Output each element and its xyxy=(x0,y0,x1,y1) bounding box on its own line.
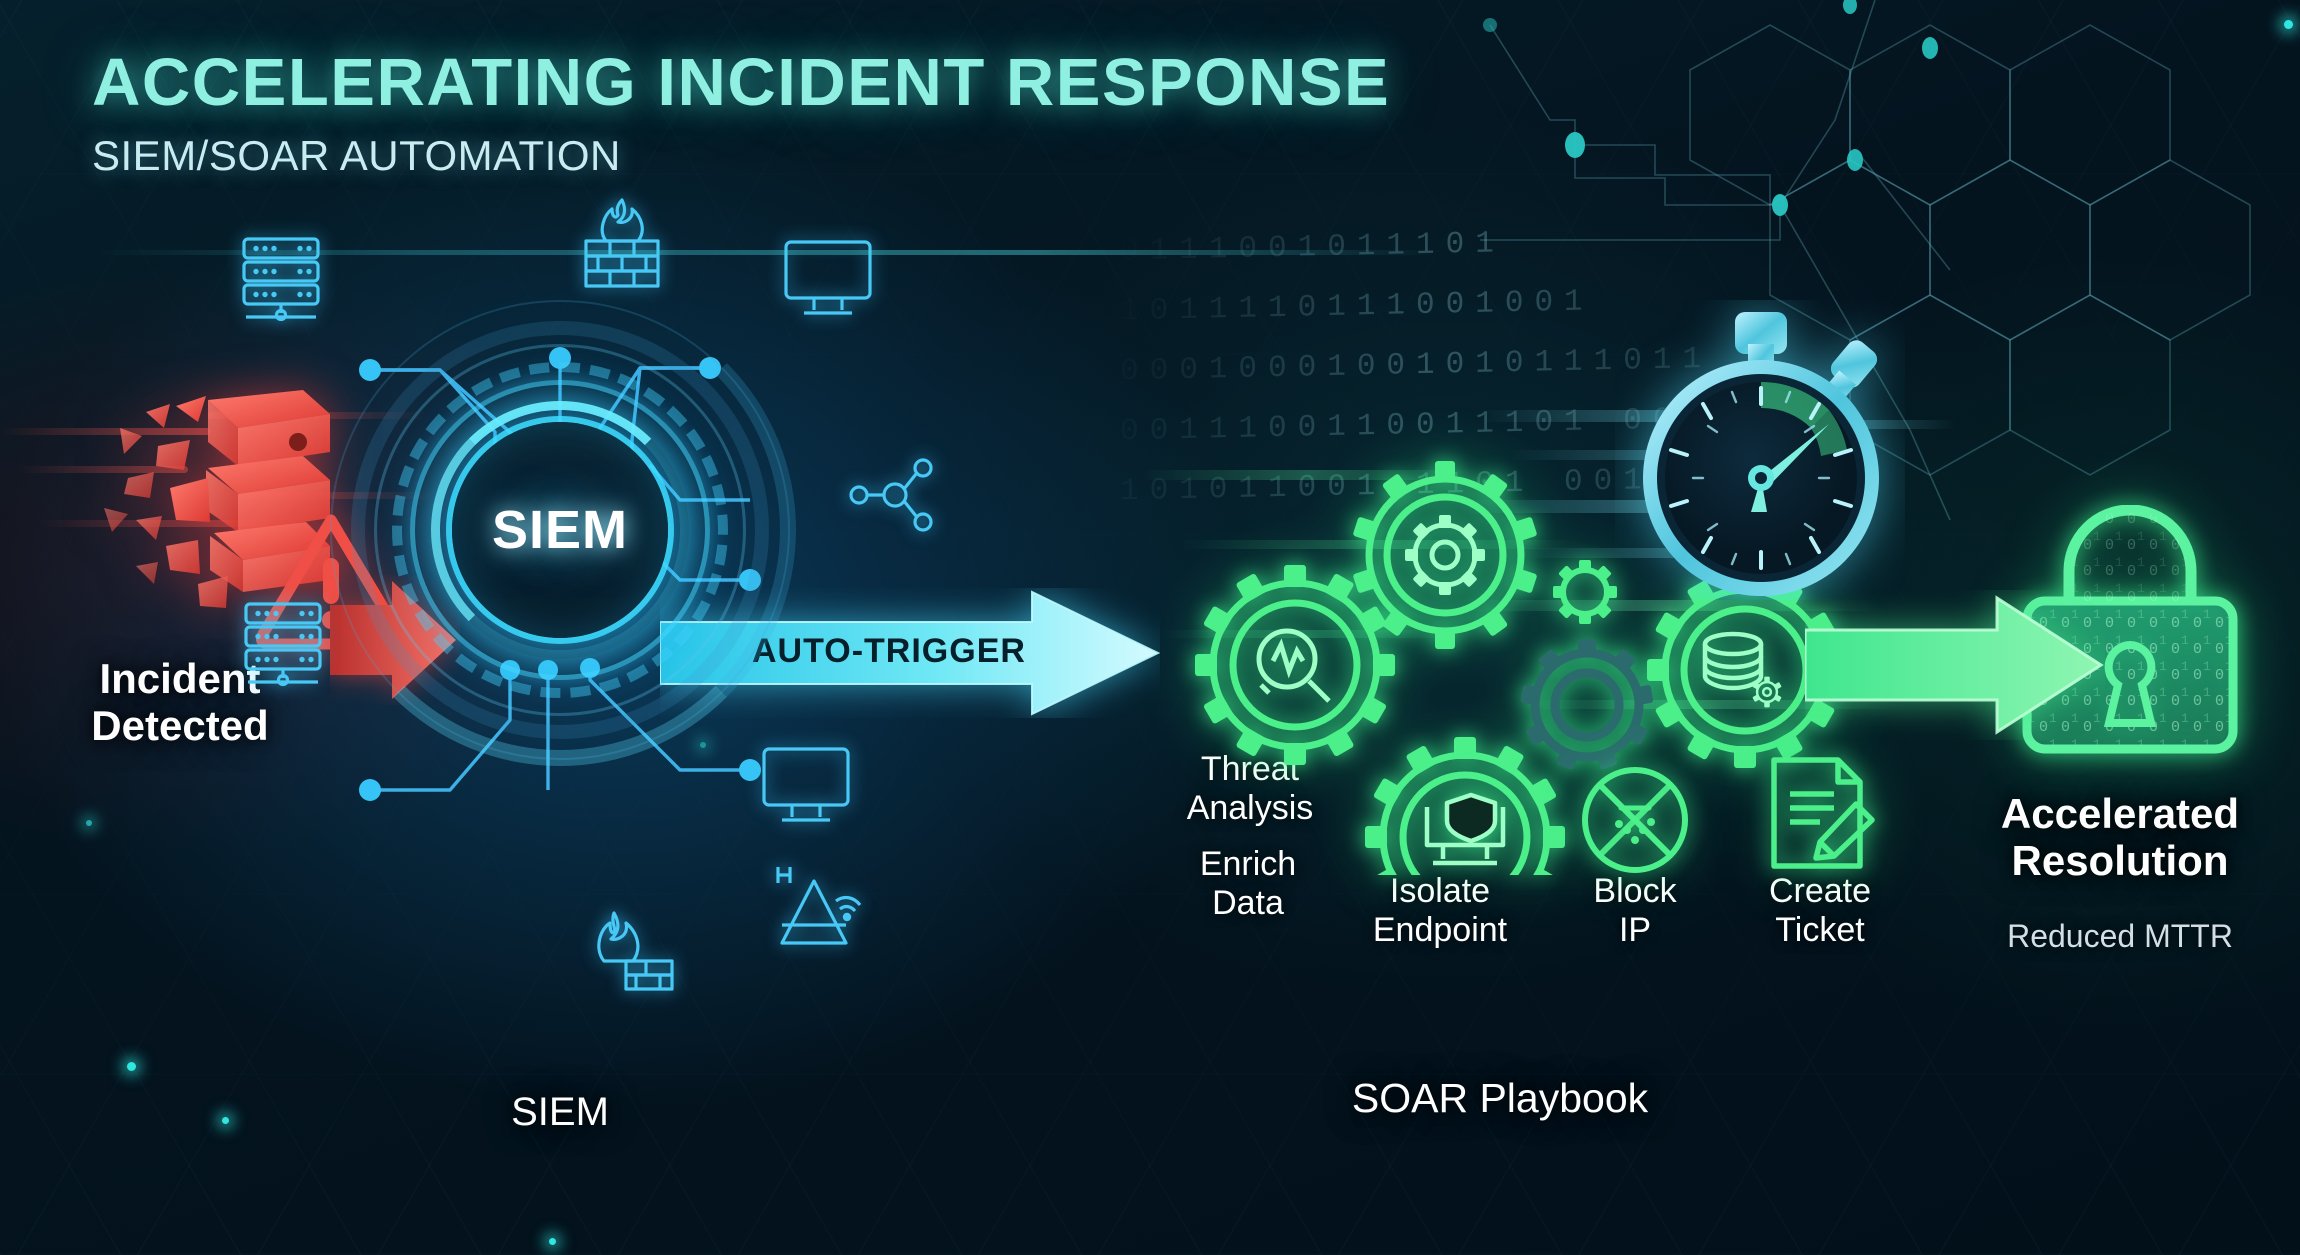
monitor-icon xyxy=(784,240,872,315)
circuit-node-network xyxy=(1480,0,2251,520)
label-block-ip: Block IP xyxy=(1593,872,1677,949)
monitor-icon-2 xyxy=(762,747,850,822)
magnifier-pulse-icon xyxy=(1256,628,1331,703)
page-subtitle: SIEM/SOAR AUTOMATION xyxy=(92,132,621,180)
document-pencil-icon[interactable] xyxy=(1760,752,1880,877)
siem-caption: SIEM xyxy=(511,1090,609,1134)
gear-automation xyxy=(1353,461,1537,649)
firewall-icon xyxy=(584,198,660,288)
gear-isolate-endpoint xyxy=(1365,737,1565,875)
wifi-router-icon xyxy=(776,867,862,945)
firewall-icon-2 xyxy=(597,911,674,991)
auto-trigger-label: AUTO-TRIGGER xyxy=(752,632,1026,670)
network-share-icon xyxy=(849,458,933,532)
label-threat-analysis: Threat Analysis xyxy=(1186,750,1314,827)
label-isolate-endpoint: Isolate Endpoint xyxy=(1372,872,1508,949)
soar-to-resolution-arrow[interactable] xyxy=(1803,590,2105,745)
gear-dark-center xyxy=(1520,639,1654,770)
incident-label-line2: Detected xyxy=(91,702,269,750)
auto-trigger-arrow[interactable]: AUTO-TRIGGER xyxy=(659,588,1161,723)
gear-threat-analysis xyxy=(1195,565,1395,765)
soar-gear-cluster[interactable] xyxy=(1175,455,1915,875)
resolution-label-line2: Resolution xyxy=(2011,837,2229,885)
gear-inner-icon xyxy=(1405,515,1485,595)
no-entry-network-icon[interactable] xyxy=(1575,760,1695,880)
incident-label-line1: Incident xyxy=(99,655,261,702)
soar-caption: SOAR Playbook xyxy=(1351,1075,1649,1121)
resolution-sublabel: Reduced MTTR xyxy=(2007,918,2233,954)
label-enrich-data: Enrich Data xyxy=(1199,845,1297,922)
page-title: ACCELERATING INCIDENT RESPONSE xyxy=(92,45,1391,120)
incident-caption: Incident Detected xyxy=(30,655,330,749)
header-divider xyxy=(95,250,1445,255)
resolution-label-line1: Accelerated xyxy=(2000,790,2240,837)
label-create-ticket: Create Ticket xyxy=(1768,872,1872,949)
stopwatch-icon xyxy=(1643,312,1879,596)
server-rack-icon xyxy=(242,237,320,321)
header-block: ACCELERATING INCIDENT RESPONSE SIEM/SOAR… xyxy=(92,45,1391,180)
siem-core-label: SIEM xyxy=(491,500,629,560)
server-rack-icon-2 xyxy=(244,602,322,686)
gear-small-accent xyxy=(1553,560,1617,624)
monitor-shield-icon xyxy=(1424,792,1506,866)
resolution-caption: Accelerated Resolution xyxy=(1950,790,2290,885)
padlock-icon: 0 1 xyxy=(2022,505,2238,754)
shattered-server-icon xyxy=(104,390,330,608)
siem-hub[interactable]: SIEM xyxy=(324,294,796,766)
database-icon xyxy=(1702,631,1782,708)
siem-core-badge[interactable]: SIEM xyxy=(452,422,668,638)
